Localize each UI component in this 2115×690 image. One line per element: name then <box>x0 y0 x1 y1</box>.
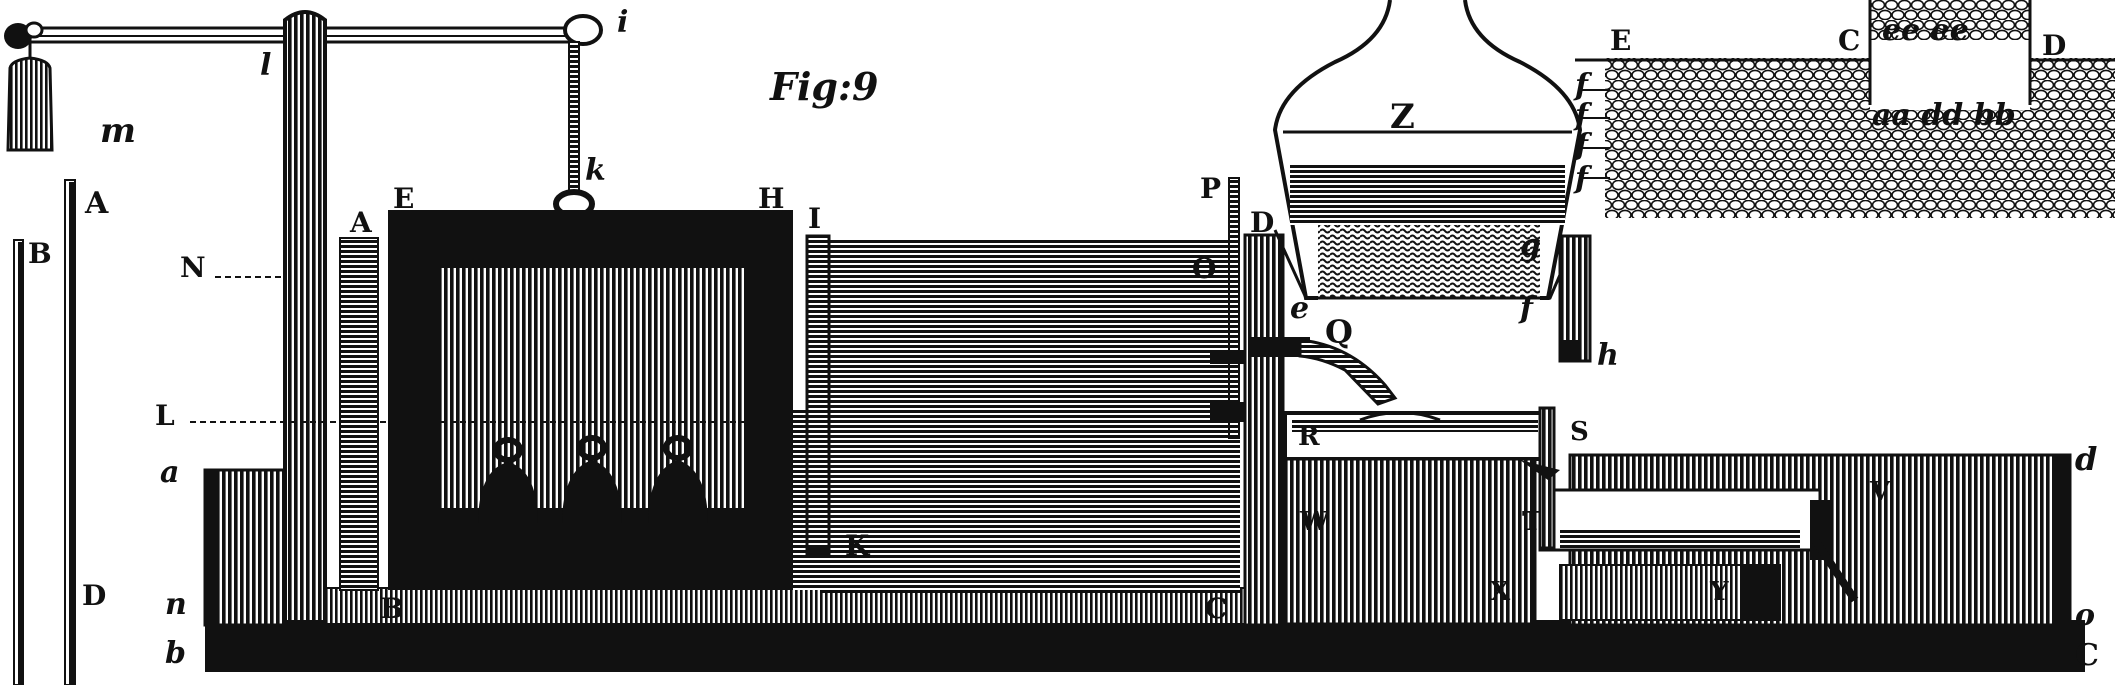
label-C-inset: C <box>1838 24 1860 57</box>
trough-wall-left <box>203 468 287 627</box>
label-o: o <box>2075 598 2095 633</box>
label-Q: Q <box>1325 313 1353 351</box>
label-V: V <box>1869 477 1891 507</box>
chain-k <box>553 41 595 219</box>
channel-TV <box>1538 488 1832 560</box>
label-N: N <box>180 251 206 284</box>
label-X: X <box>1490 577 1511 607</box>
label-H: H <box>758 182 784 215</box>
counterweight-m <box>6 42 54 152</box>
column-AB <box>339 237 379 591</box>
label-B-tube: B <box>28 237 52 270</box>
trough-floor <box>324 587 1281 625</box>
tube-B <box>13 239 24 686</box>
label-f-row3: f <box>1573 128 1593 163</box>
label-A-column: A <box>349 206 373 239</box>
label-C-wall: C <box>1205 592 1227 625</box>
label-O: O <box>1192 252 1216 285</box>
label-I: I <box>808 202 821 235</box>
post-l <box>283 10 327 627</box>
label-ee-ee: ee ee <box>1882 13 1969 48</box>
label-A-tube: A <box>84 186 109 221</box>
label-P: P <box>1200 172 1221 205</box>
label-R: R <box>1298 422 1320 452</box>
label-C-base: C <box>2075 638 2099 673</box>
valve-S <box>1520 406 1560 550</box>
label-D-tube: D <box>82 579 106 612</box>
label-i: i <box>617 5 628 40</box>
label-a: a <box>160 455 179 490</box>
lever-V <box>1811 537 1859 603</box>
funnel-Z <box>1272 0 1583 300</box>
inset-sponge-structure <box>1575 0 2115 218</box>
label-E-inset: E <box>1610 24 1631 57</box>
figure-title: Fig:9 <box>769 64 878 109</box>
label-T: T <box>1522 507 1542 537</box>
scale-rod-P <box>1228 177 1240 439</box>
label-Z: Z <box>1390 97 1415 137</box>
label-S: S <box>1570 417 1589 447</box>
tube-A <box>64 179 76 686</box>
beam-pivot-i <box>563 14 603 46</box>
label-L: L <box>155 399 175 432</box>
label-k: k <box>585 153 606 188</box>
label-l: l <box>260 48 271 83</box>
spout-Q <box>1210 337 1398 422</box>
label-E-box: E <box>393 182 414 215</box>
label-Y: Y <box>1709 577 1729 607</box>
support-W <box>1283 457 1537 626</box>
trough-wall-right <box>1243 233 1285 627</box>
label-d: d <box>2075 440 2097 478</box>
label-W: W <box>1299 507 1330 537</box>
label-aa-dd-bb: aa dd bb <box>1872 98 2016 133</box>
label-g: g <box>1520 228 1541 263</box>
label-h: h <box>1597 338 1619 373</box>
label-D-wall: D <box>1250 206 1274 239</box>
base-plank <box>205 620 2085 672</box>
gauge-tube-IK <box>805 234 831 558</box>
label-m: m <box>100 111 136 151</box>
label-b: b <box>165 636 186 671</box>
block-XY <box>1559 564 1781 621</box>
immersed-box-EH <box>388 210 793 590</box>
post-h <box>1558 234 1592 363</box>
tray-R <box>1283 411 1547 461</box>
beam-end-left <box>4 21 44 49</box>
label-D-inset: D <box>2042 29 2066 62</box>
weights-inside-box <box>478 435 708 525</box>
label-B-column: B <box>380 592 404 625</box>
label-n: n <box>165 587 187 622</box>
label-e-funnel: e <box>1290 291 1309 326</box>
label-K: K <box>845 529 871 562</box>
